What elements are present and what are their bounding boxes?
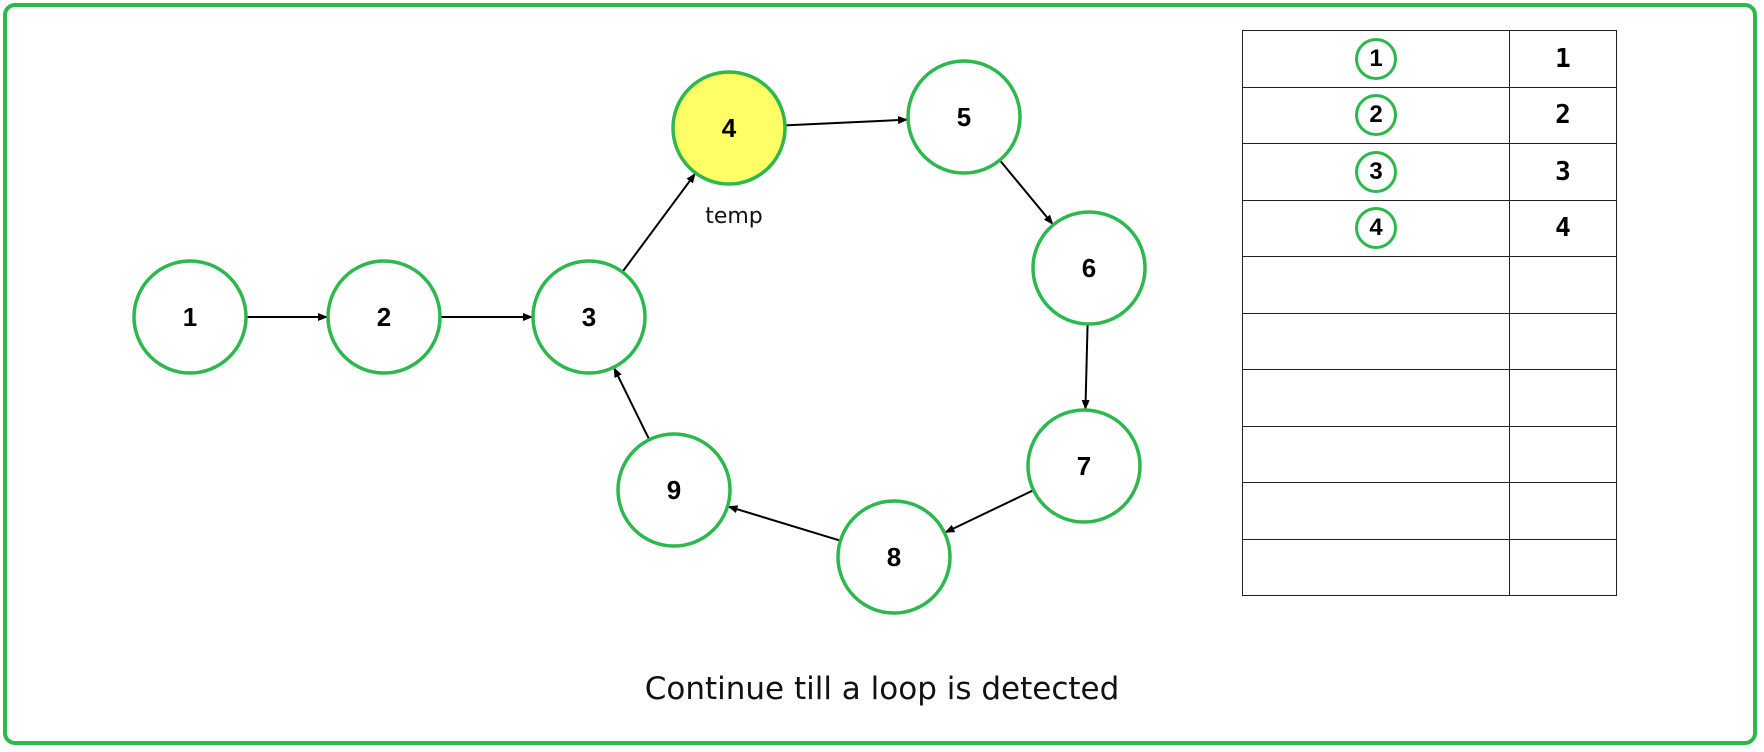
edge-n9-n3 [613, 367, 651, 441]
table-key-cell [1242, 369, 1510, 427]
table-row [1242, 369, 1617, 427]
table-key-cell [1242, 312, 1510, 370]
node-9: 9 [616, 432, 732, 548]
node-4: 4 [671, 70, 787, 186]
node-circle [616, 432, 732, 548]
table-key-cell [1242, 256, 1510, 314]
table-key-cell [1242, 538, 1510, 596]
table-key-cell [1242, 482, 1510, 540]
node-1: 1 [132, 259, 248, 375]
node-label: 6 [1082, 253, 1096, 283]
edge-n4-n5 [784, 116, 909, 127]
edge-n7-n8 [944, 489, 1034, 534]
table-value-cell [1509, 482, 1617, 540]
edge-n5-n6 [998, 159, 1054, 225]
node-label: 4 [722, 113, 737, 143]
node-label: 1 [183, 302, 197, 332]
table-row [1242, 312, 1617, 370]
edges-layer [246, 116, 1090, 542]
node-circle [132, 259, 248, 375]
node-label: 3 [582, 302, 596, 332]
edge-n8-n9 [727, 505, 841, 542]
nodes-layer: 1 2 3 4 5 6 7 8 9 [132, 59, 1147, 615]
node-circle [1026, 408, 1142, 524]
node-2: 2 [326, 259, 442, 375]
edge-n3-n4 [621, 172, 696, 273]
table-row [1242, 538, 1617, 596]
table-node-ref: 1 [1355, 37, 1397, 80]
node-5: 5 [906, 59, 1022, 175]
table-value: 1 [1555, 43, 1571, 74]
table-value-cell [1509, 312, 1617, 370]
table-row [1242, 482, 1617, 540]
table-value-cell [1509, 369, 1617, 427]
node-3: 3 [531, 259, 647, 375]
table-value: 3 [1555, 156, 1571, 187]
node-label: 5 [957, 102, 971, 132]
table-key-cell: 3 [1242, 143, 1510, 201]
caption: Continue till a loop is detected [644, 671, 1120, 707]
node-circle [531, 259, 647, 375]
table-node-ref: 2 [1355, 94, 1397, 137]
node-8: 8 [836, 499, 952, 615]
node-circle [906, 59, 1022, 175]
table-key-cell [1242, 425, 1510, 483]
table-value: 4 [1555, 213, 1571, 244]
node-circle [836, 499, 952, 615]
temp-pointer-label: temp [705, 204, 763, 229]
table-value: 2 [1555, 100, 1571, 131]
node-7: 7 [1026, 408, 1142, 524]
node-label: 7 [1077, 451, 1091, 481]
table-value-cell [1509, 425, 1617, 483]
table-node-ref: 4 [1355, 207, 1397, 250]
node-circle [326, 259, 442, 375]
node-circle [1031, 210, 1147, 326]
table-row [1242, 425, 1617, 483]
table-value-cell: 3 [1509, 143, 1617, 201]
node-label: 2 [377, 302, 391, 332]
table-value-cell [1509, 256, 1617, 314]
edge-n6-n7 [1081, 323, 1090, 411]
table-value-cell [1509, 538, 1617, 596]
node-label: 9 [667, 475, 681, 505]
table-value-cell: 1 [1509, 30, 1617, 88]
table-node-ref: 3 [1355, 150, 1397, 193]
node-circle [671, 70, 787, 186]
table-row [1242, 256, 1617, 314]
node-label: 8 [887, 542, 901, 572]
table-key-cell: 2 [1242, 86, 1510, 144]
node-6: 6 [1031, 210, 1147, 326]
table-key-cell: 1 [1242, 30, 1510, 88]
table-value-cell: 4 [1509, 199, 1617, 257]
table-value-cell: 2 [1509, 86, 1617, 144]
table-key-cell: 4 [1242, 199, 1510, 257]
